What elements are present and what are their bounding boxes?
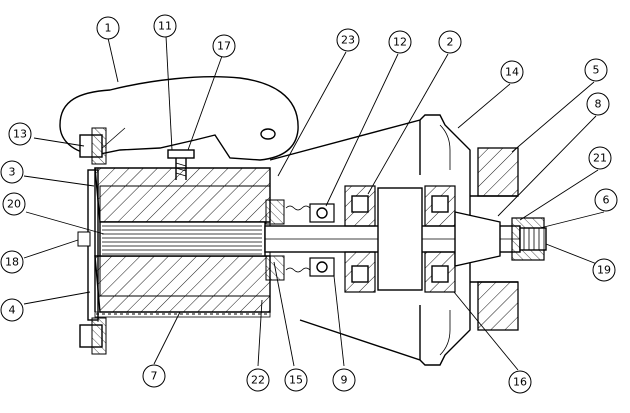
callout-label: 7 [151, 370, 158, 383]
callout-label: 17 [217, 40, 231, 53]
callout-circle [336, 28, 360, 52]
callout-label: 14 [505, 66, 519, 79]
callout-18: 18 [0, 250, 24, 274]
callout-label: 16 [513, 376, 527, 389]
flange [470, 147, 519, 331]
callout-label: 13 [13, 128, 27, 141]
callout-23: 23 [336, 28, 360, 52]
callout-17: 17 [212, 34, 236, 58]
callout-label: 4 [9, 304, 16, 317]
bearings [344, 185, 456, 293]
callout-3: 3 [0, 160, 24, 184]
callout-label: 23 [341, 34, 355, 47]
callout-label: 12 [393, 36, 407, 49]
callout-label: 1 [105, 22, 112, 35]
callout-21: 21 [588, 146, 612, 170]
callout-circle [0, 250, 24, 274]
callout-label: 11 [158, 20, 172, 33]
callout-circle [212, 34, 236, 58]
callout-15: 15 [284, 368, 308, 392]
callout-label: 6 [603, 194, 610, 207]
callout-14: 14 [500, 60, 524, 84]
callout-circle [592, 258, 616, 282]
callout-circle [142, 364, 166, 388]
callout-circle [96, 16, 120, 40]
callout-label: 8 [595, 98, 602, 111]
callout-label: 3 [9, 166, 16, 179]
callout-16: 16 [508, 370, 532, 394]
callout-1: 1 [96, 16, 120, 40]
callout-9: 9 [332, 368, 356, 392]
callout-label: 19 [597, 264, 611, 277]
callout-20: 20 [2, 192, 26, 216]
callout-circle [500, 60, 524, 84]
taper-collar [454, 211, 501, 267]
callout-circle [246, 368, 270, 392]
callout-circle [332, 368, 356, 392]
callout-circle [0, 160, 24, 184]
callout-6: 6 [594, 188, 618, 212]
leader-lines [23, 35, 605, 371]
callout-circle [2, 192, 26, 216]
callout-label: 2 [447, 36, 454, 49]
callout-11: 11 [153, 14, 177, 38]
callout-circle [388, 30, 412, 54]
callout-circle [153, 14, 177, 38]
rotor-stack [99, 221, 266, 257]
callout-circle [588, 146, 612, 170]
callout-circle [438, 30, 462, 54]
callout-22: 22 [246, 368, 270, 392]
callout-circle [584, 58, 608, 82]
end-cap [77, 127, 107, 355]
callout-8: 8 [586, 92, 610, 116]
threaded-end [519, 227, 547, 251]
callout-circle [0, 298, 24, 322]
callout-label: 18 [5, 256, 19, 269]
callout-label: 22 [251, 374, 265, 387]
top-screw [167, 149, 195, 180]
callout-circle [586, 92, 610, 116]
callout-12: 12 [388, 30, 412, 54]
callout-label: 15 [289, 374, 303, 387]
callout-7: 7 [142, 364, 166, 388]
motor-housing [94, 167, 271, 318]
callout-label: 9 [341, 374, 348, 387]
callout-circle [284, 368, 308, 392]
callout-4: 4 [0, 298, 24, 322]
callout-label: 21 [593, 152, 607, 165]
callout-label: 5 [593, 64, 600, 77]
callout-circle [508, 370, 532, 394]
callout-13: 13 [8, 122, 32, 146]
callout-circle [594, 188, 618, 212]
callout-19: 19 [592, 258, 616, 282]
callout-2: 2 [438, 30, 462, 54]
callout-circle [8, 122, 32, 146]
callout-5: 5 [584, 58, 608, 82]
callout-label: 20 [7, 198, 21, 211]
